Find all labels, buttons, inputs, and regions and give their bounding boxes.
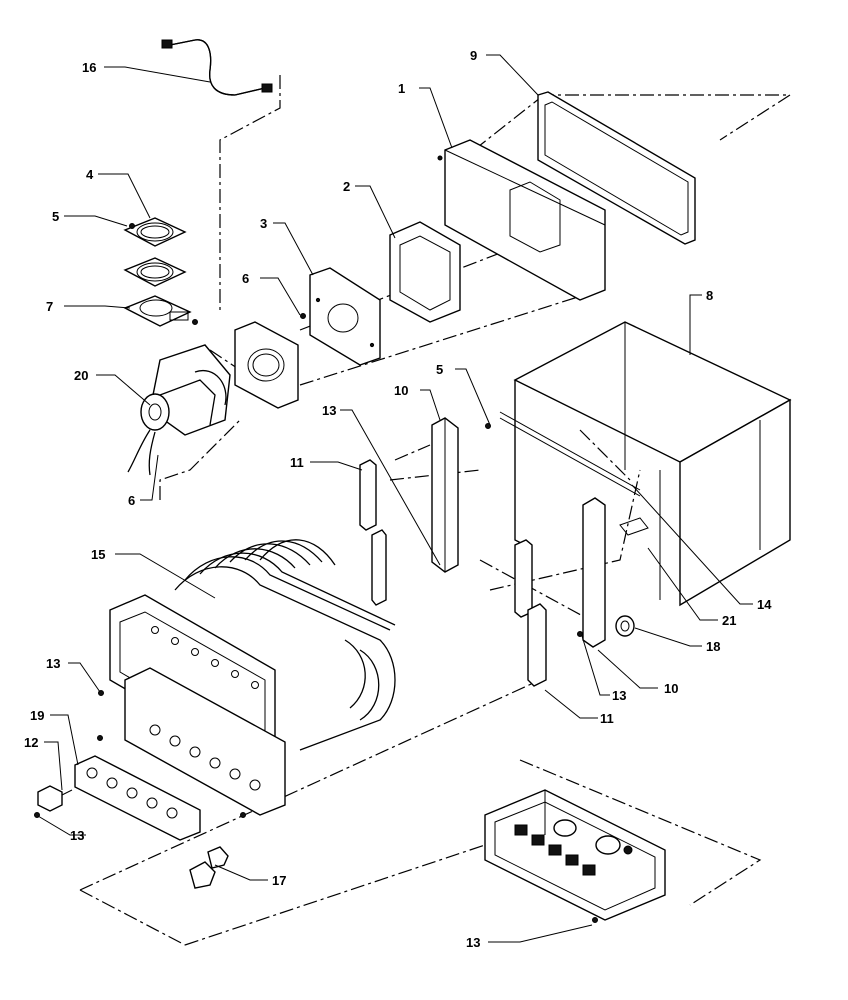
part-4-gasket-stack — [123, 217, 198, 327]
part-19-manifold — [74, 755, 201, 841]
callout-13c: 13 — [612, 688, 626, 703]
part-1-front-panel — [437, 139, 606, 301]
callout-12: 12 — [24, 735, 38, 750]
part-16-tube — [161, 39, 273, 96]
part-20-inducer-motor — [127, 344, 231, 476]
callout-5: 5 — [52, 209, 59, 224]
part-12-sensor — [37, 785, 73, 812]
callout-13e: 13 — [466, 935, 480, 950]
part-3-mounting-plate — [309, 267, 381, 366]
callout-13d: 13 — [70, 828, 84, 843]
callout-13b: 13 — [46, 656, 60, 671]
callout-2: 2 — [343, 179, 350, 194]
leader-lines — [37, 54, 753, 943]
part-10-bracket — [431, 417, 459, 573]
callout-20: 20 — [74, 368, 88, 383]
callout-10b: 10 — [664, 681, 678, 696]
callout-21: 21 — [722, 613, 736, 628]
callout-8: 8 — [706, 288, 713, 303]
callout-15: 15 — [91, 547, 105, 562]
callout-11: 11 — [290, 455, 304, 470]
part-8-cabinet — [499, 321, 792, 607]
callout-1: 1 — [398, 81, 405, 96]
callout-17: 17 — [272, 873, 286, 888]
callout-labels: 16 9 1 4 2 5 3 6 8 7 5 20 10 13 11 6 15 … — [24, 48, 772, 950]
burner-plate — [124, 667, 286, 816]
callout-6: 6 — [242, 271, 249, 286]
part-10b-bracket — [582, 497, 606, 648]
callout-11b: 11 — [600, 711, 614, 726]
callout-14: 14 — [757, 597, 772, 612]
callout-16: 16 — [82, 60, 96, 75]
callout-18: 18 — [706, 639, 720, 654]
callout-5b: 5 — [436, 362, 443, 377]
callout-7: 7 — [46, 299, 53, 314]
part-11-bracket — [359, 459, 387, 606]
screws — [34, 313, 583, 818]
part-17-switch — [189, 846, 229, 889]
part-18-fitting — [615, 615, 635, 637]
callout-6b: 6 — [128, 493, 135, 508]
callout-3: 3 — [260, 216, 267, 231]
control-box-assembly — [484, 789, 666, 923]
part-2-gasket — [389, 221, 461, 323]
part-6-flange-plate — [234, 321, 299, 409]
callout-13: 13 — [322, 403, 336, 418]
part-9-window-frame — [537, 91, 696, 245]
callout-19: 19 — [30, 708, 44, 723]
callout-4: 4 — [86, 167, 94, 182]
callout-10: 10 — [394, 383, 408, 398]
callout-9: 9 — [470, 48, 477, 63]
part-11b-bracket — [514, 539, 547, 687]
